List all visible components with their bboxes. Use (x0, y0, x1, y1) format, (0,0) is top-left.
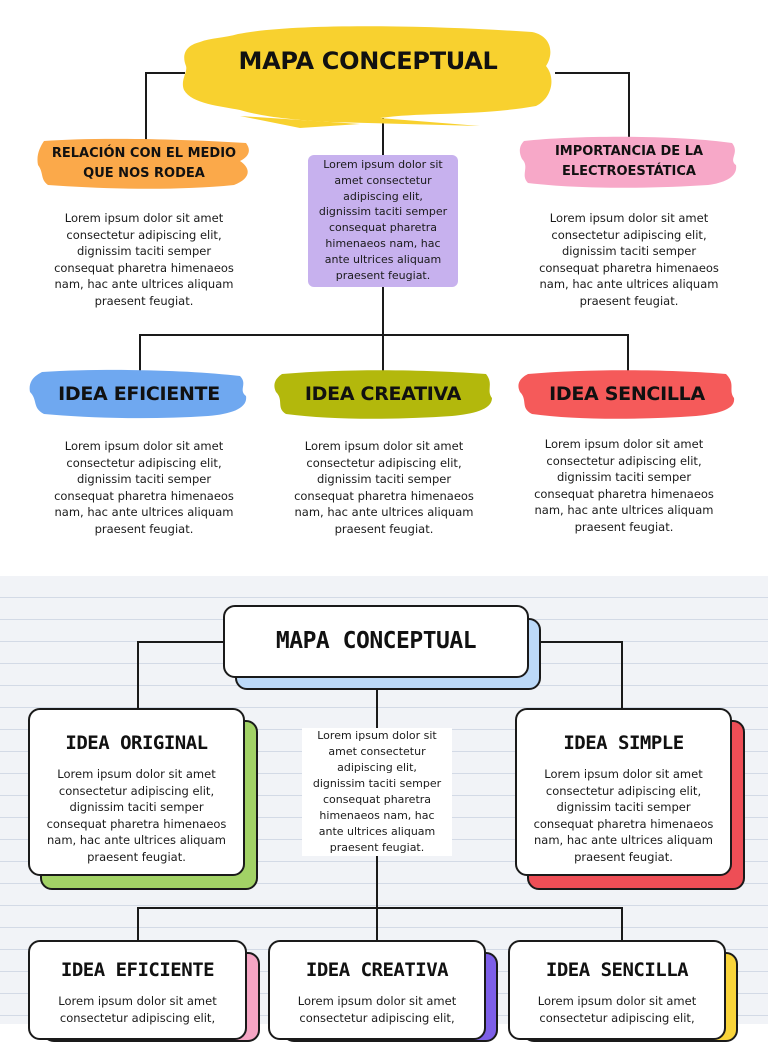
idea-sencilla-banner: IDEA SENCILLA (516, 368, 738, 420)
center-note-text: Lorem ipsum dolor sit amet consectetur a… (318, 158, 448, 282)
brush-stroke (29, 369, 247, 419)
idea-sencilla-label: IDEA SENCILLA (549, 383, 705, 405)
idea-sencilla-description: Lorem ipsum dolor sit amet consectetur a… (534, 437, 714, 534)
connector-line (137, 907, 622, 909)
idea-creativa-text: Lorem ipsum dolor sit amet consectetur a… (297, 994, 457, 1025)
connector-line (627, 334, 629, 374)
bottom-center-note: Lorem ipsum dolor sit amet consectetur a… (302, 728, 452, 856)
idea-eficiente-label: IDEA EFICIENTE (58, 383, 220, 405)
idea-original-card: IDEA ORIGINAL Lorem ipsum dolor sit amet… (28, 708, 245, 876)
idea-simple-card: IDEA SIMPLE Lorem ipsum dolor sit amet c… (515, 708, 732, 876)
idea-eficiente-title: IDEA EFICIENTE (60, 959, 215, 981)
connector-line (137, 641, 139, 709)
idea-original-title: IDEA ORIGINAL (65, 732, 208, 754)
idea-simple-title: IDEA SIMPLE (563, 732, 684, 754)
idea-sencilla-text: Lorem ipsum dolor sit amet consectetur a… (537, 994, 697, 1025)
center-note-box: Lorem ipsum dolor sit amet consectetur a… (308, 155, 458, 287)
bottom-title-card: MAPA CONCEPTUAL (223, 605, 529, 678)
connector-line (145, 72, 185, 74)
idea-creativa-title: IDEA CREATIVA (305, 959, 449, 981)
brush-stroke (240, 116, 360, 128)
connector-line (621, 907, 623, 943)
idea-eficiente-text: Lorem ipsum dolor sit amet consectetur a… (58, 994, 217, 1025)
idea-sencilla-card: IDEA SENCILLA Lorem ipsum dolor sit amet… (508, 940, 726, 1040)
idea-creativa-description: Lorem ipsum dolor sit amet consectetur a… (294, 439, 474, 536)
idea-creativa-banner: IDEA CREATIVA (272, 368, 494, 420)
connector-line (621, 641, 623, 709)
idea-sencilla-title: IDEA SENCILLA (545, 959, 689, 981)
connector-line (139, 334, 141, 374)
idea-creativa-card: IDEA CREATIVA Lorem ipsum dolor sit amet… (268, 940, 486, 1040)
connector-line (137, 641, 227, 643)
connector-line (140, 334, 628, 336)
idea-eficiente-description: Lorem ipsum dolor sit amet consectetur a… (54, 439, 234, 536)
heading-importancia: IMPORTANCIA DE LA ELECTROESTÁTICA (518, 133, 740, 191)
idea-original-text: Lorem ipsum dolor sit amet consectetur a… (46, 767, 227, 864)
idea-simple-text: Lorem ipsum dolor sit amet consectetur a… (533, 767, 714, 864)
idea-eficiente-card: IDEA EFICIENTE Lorem ipsum dolor sit ame… (28, 940, 247, 1040)
brush-stroke (182, 26, 552, 126)
brush-stroke (519, 136, 737, 188)
brush-stroke (518, 370, 735, 419)
heading-importancia-label: IMPORTANCIA DE LA ELECTROESTÁTICA (554, 144, 704, 179)
connector-line (540, 641, 622, 643)
heading-relacion: RELACIÓN CON EL MEDIO QUE NOS RODEA (34, 135, 254, 193)
idea-eficiente-banner: IDEA EFICIENTE (28, 368, 250, 420)
top-title: MAPA CONCEPTUAL (238, 47, 498, 75)
importancia-description: Lorem ipsum dolor sit amet consectetur a… (539, 211, 719, 308)
connector-line (555, 72, 629, 74)
brush-stroke (274, 370, 492, 419)
top-title-banner: MAPA CONCEPTUAL (180, 20, 556, 130)
relacion-description: Lorem ipsum dolor sit amet consectetur a… (54, 211, 234, 308)
bottom-title: MAPA CONCEPTUAL (275, 628, 477, 654)
connector-line (137, 907, 139, 943)
connector-line (628, 72, 630, 140)
brush-stroke (37, 138, 249, 189)
heading-relacion-label: RELACIÓN CON EL MEDIO QUE NOS RODEA (51, 146, 237, 181)
idea-creativa-label: IDEA CREATIVA (304, 383, 462, 405)
connector-line (145, 72, 147, 140)
